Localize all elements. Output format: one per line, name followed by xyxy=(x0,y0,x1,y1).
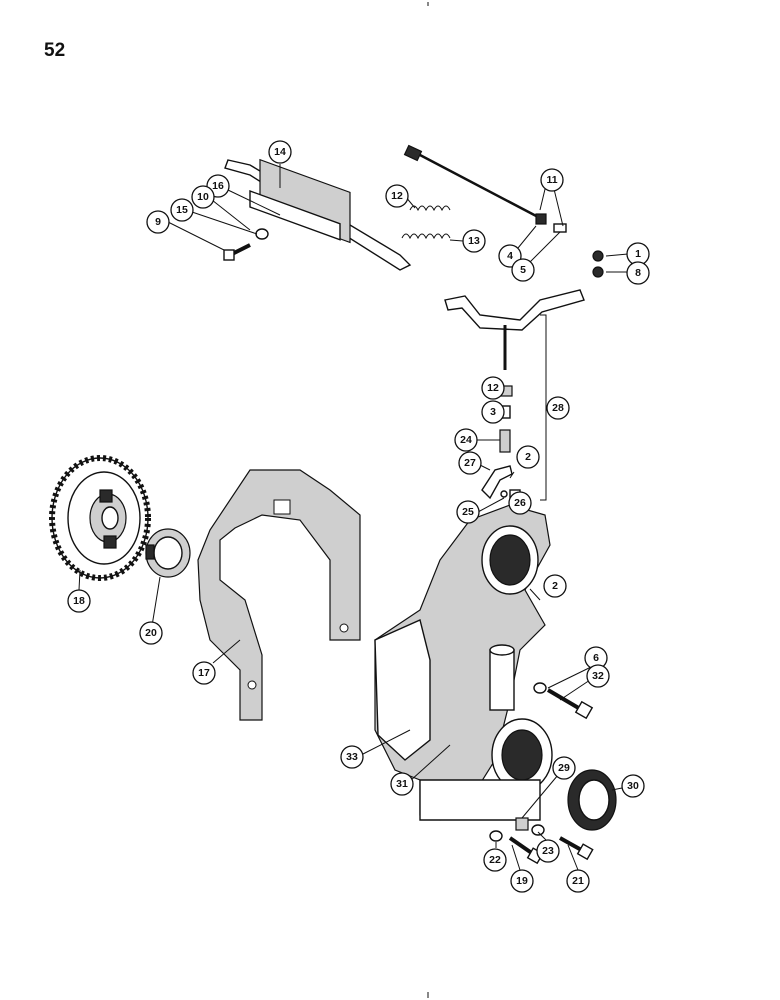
callout-23: 13 xyxy=(462,229,486,253)
callout-9: 19 xyxy=(510,869,534,893)
svg-text:27: 27 xyxy=(464,457,476,469)
callout-2-upper: 3 xyxy=(481,400,505,424)
dowel-11 xyxy=(515,817,529,831)
svg-text:17: 17 xyxy=(198,667,210,679)
callout-6: 12 xyxy=(481,376,505,400)
callout-1: 33 xyxy=(340,745,364,769)
bolt-19 xyxy=(223,243,251,261)
svg-text:9: 9 xyxy=(155,216,161,228)
callout-11: 29 xyxy=(552,756,576,780)
svg-text:2: 2 xyxy=(525,451,531,463)
svg-text:32: 32 xyxy=(592,670,604,682)
svg-text:23: 23 xyxy=(542,845,554,857)
svg-text:30: 30 xyxy=(627,780,639,792)
callout-5: 31 xyxy=(390,772,414,796)
svg-text:19: 19 xyxy=(516,875,528,887)
callout-8: 32 xyxy=(586,664,610,688)
washer-12-upper xyxy=(533,682,547,694)
callout-4: 30 xyxy=(621,774,645,798)
nut-32 xyxy=(592,266,604,278)
svg-text:33: 33 xyxy=(346,751,358,763)
callout-21: 10 xyxy=(191,185,215,209)
spring-22 xyxy=(409,205,451,212)
gear-hub xyxy=(145,528,191,578)
svg-text:12: 12 xyxy=(487,382,499,394)
svg-text:31: 31 xyxy=(396,778,408,790)
svg-text:22: 22 xyxy=(489,854,501,866)
svg-text:1: 1 xyxy=(635,248,641,260)
callout-13: 23 xyxy=(536,839,560,863)
callout-20: 15 xyxy=(170,198,194,222)
svg-text:21: 21 xyxy=(572,875,584,887)
callout-31: 5 xyxy=(511,258,535,282)
bolt-8 xyxy=(546,688,594,720)
nut-33 xyxy=(592,250,604,262)
washer-13 xyxy=(531,824,545,836)
callout-2-lower: 26 xyxy=(508,491,532,515)
page-number: 52 xyxy=(44,40,66,61)
svg-text:14: 14 xyxy=(274,146,286,158)
svg-text:6: 6 xyxy=(593,652,599,664)
svg-text:11: 11 xyxy=(546,174,557,186)
callout-16: 18 xyxy=(67,589,91,613)
callout-27: 25 xyxy=(456,500,480,524)
svg-text:24: 24 xyxy=(460,434,472,446)
bolt-10 xyxy=(559,836,594,861)
linkage-plates xyxy=(224,158,412,271)
callout-32: 8 xyxy=(626,261,650,285)
spring-23 xyxy=(401,233,451,240)
callout-25: 27 xyxy=(458,451,482,475)
svg-text:26: 26 xyxy=(514,497,526,509)
callout-14: 17 xyxy=(192,661,216,685)
oil-seal xyxy=(567,769,617,831)
washer-20 xyxy=(255,228,269,240)
svg-text:4: 4 xyxy=(507,250,513,262)
callout-26: 2 xyxy=(516,445,540,469)
callout-10: 21 xyxy=(566,869,590,893)
svg-text:13: 13 xyxy=(468,235,480,247)
callout-3: 2 xyxy=(543,574,567,598)
svg-text:16: 16 xyxy=(212,180,224,192)
svg-text:15: 15 xyxy=(176,204,188,216)
timing-gear xyxy=(49,455,151,581)
svg-text:28: 28 xyxy=(552,402,564,414)
callout-28: 24 xyxy=(454,428,478,452)
callout-17: 14 xyxy=(268,140,292,164)
callout-29: 11 xyxy=(540,168,564,192)
svg-text:3: 3 xyxy=(490,406,496,418)
control-rod xyxy=(403,144,567,233)
svg-text:5: 5 xyxy=(520,264,526,276)
gasket xyxy=(197,469,361,721)
svg-text:18: 18 xyxy=(73,595,85,607)
callout-24: 28 xyxy=(546,396,570,420)
svg-text:8: 8 xyxy=(635,267,641,279)
svg-text:25: 25 xyxy=(462,506,474,518)
svg-text:12: 12 xyxy=(391,190,403,202)
svg-text:2: 2 xyxy=(552,580,558,592)
svg-text:10: 10 xyxy=(197,191,209,203)
svg-text:20: 20 xyxy=(145,627,157,639)
callout-15: 20 xyxy=(139,621,163,645)
timing-cover xyxy=(374,504,553,821)
callout-12-lower: 22 xyxy=(483,848,507,872)
washer-12-lower xyxy=(489,830,503,842)
svg-text:29: 29 xyxy=(558,762,570,774)
callout-22: 12 xyxy=(385,184,409,208)
callout-19: 9 xyxy=(146,210,170,234)
